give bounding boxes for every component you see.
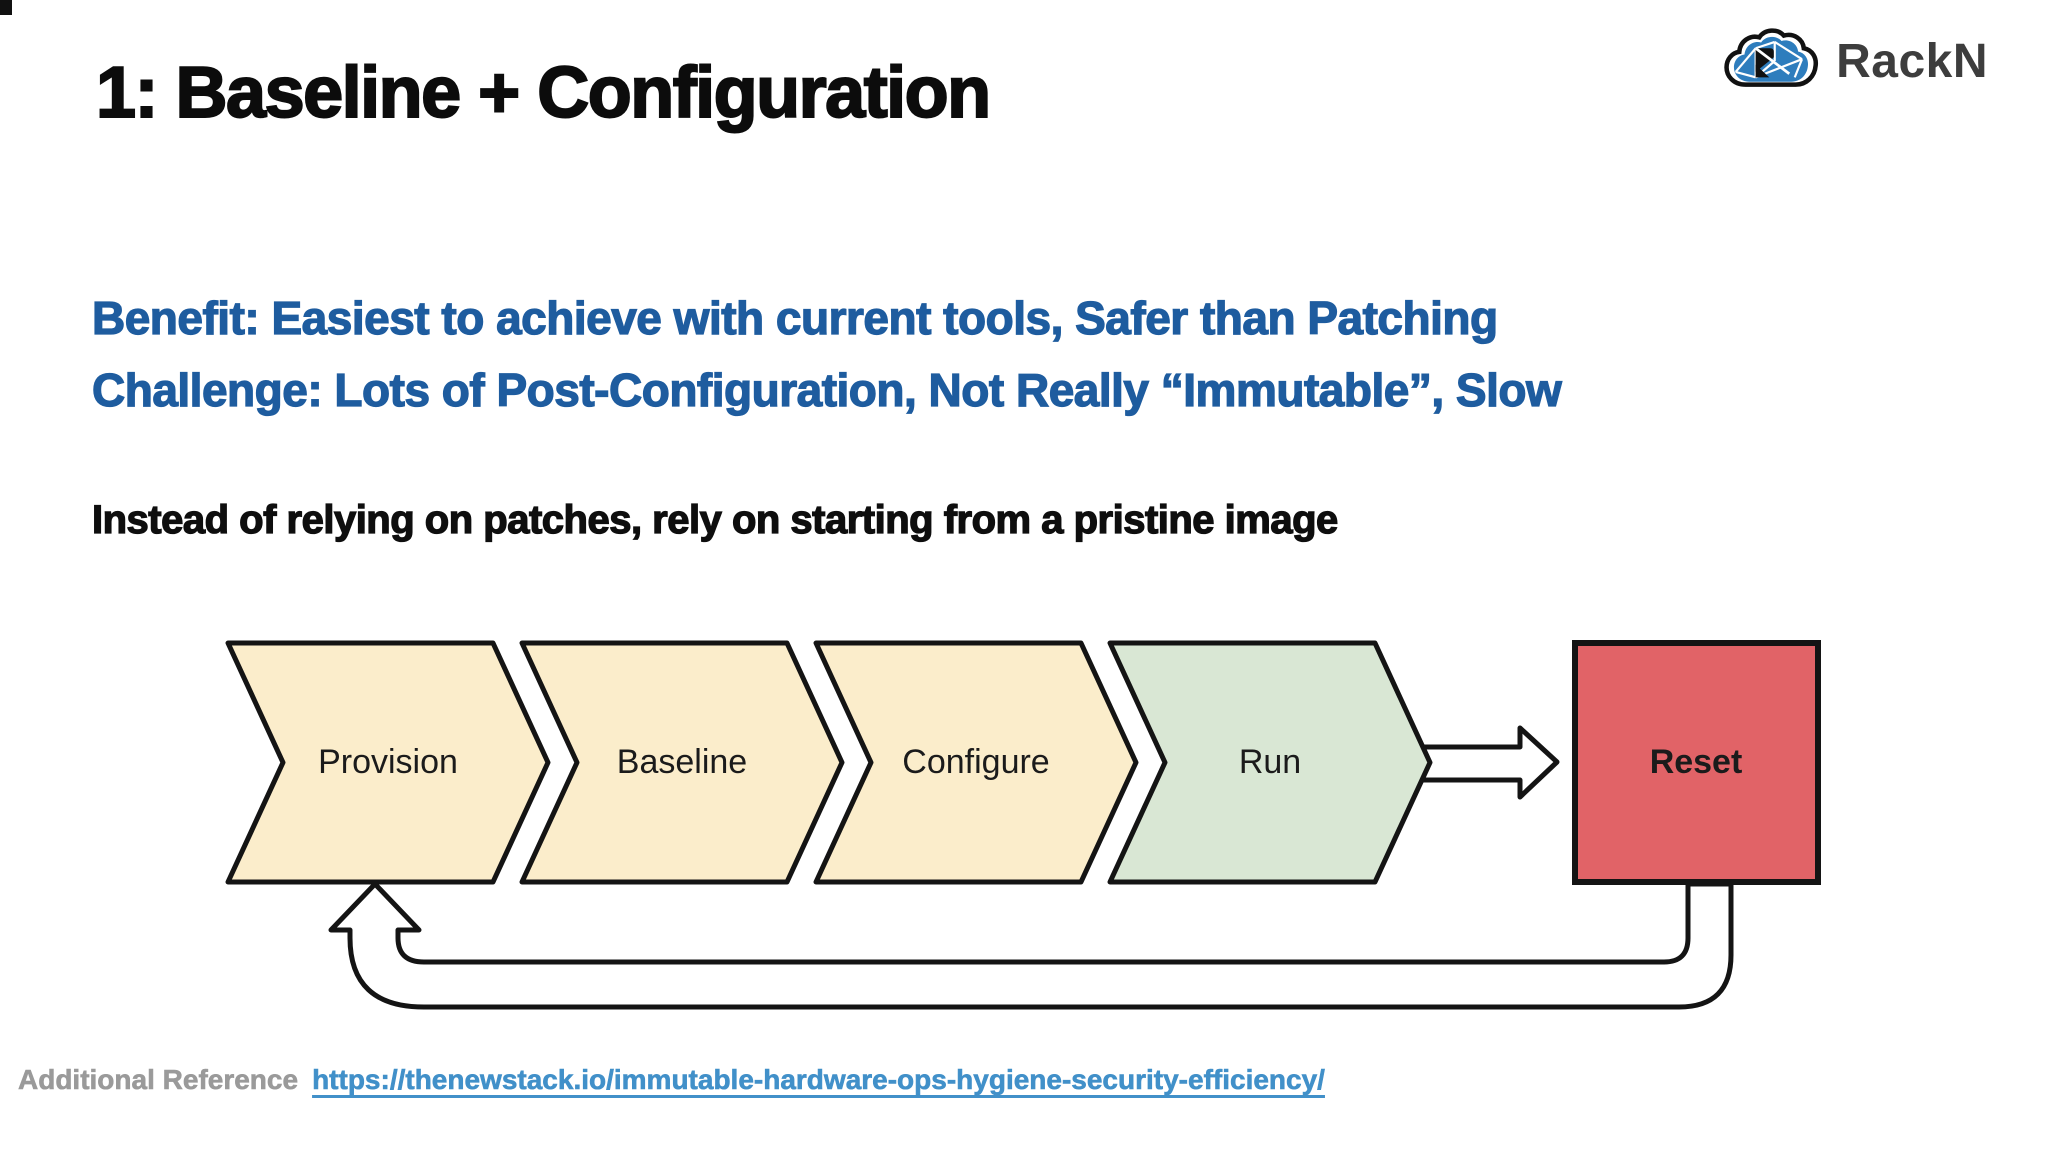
provision-chevron: [225, 640, 551, 885]
challenge-line: Challenge: Lots of Post-Configuration, N…: [91, 363, 1562, 416]
statement-line: Instead of relying on patches, rely on s…: [91, 497, 1339, 542]
baseline-chevron: [519, 640, 845, 885]
reset-to-provision-loop-arrow: [328, 881, 1734, 1010]
rackn-brand-text: RackN: [1836, 34, 1988, 88]
run-to-reset-arrow: [1417, 725, 1560, 800]
reference-label: Additional Reference: [18, 1064, 299, 1096]
rackn-cloud-icon: [1722, 22, 1822, 100]
run-chevron: [1107, 640, 1433, 885]
benefit-challenge-block: Benefit: Easiest to achieve with current…: [91, 282, 1562, 426]
rackn-logo: RackN: [1722, 22, 1988, 100]
screen-corner-artifact: [0, 0, 12, 15]
reset-box: [1572, 640, 1821, 885]
footer-reference: Additional Reference https://thenewstack.…: [18, 1064, 1326, 1096]
reference-link[interactable]: https://thenewstack.io/immutable-hardwar…: [312, 1064, 1326, 1096]
configure-chevron: [813, 640, 1139, 885]
benefit-line: Benefit: Easiest to achieve with current…: [91, 291, 1498, 344]
page-title: 1: Baseline + Configuration: [95, 52, 992, 134]
